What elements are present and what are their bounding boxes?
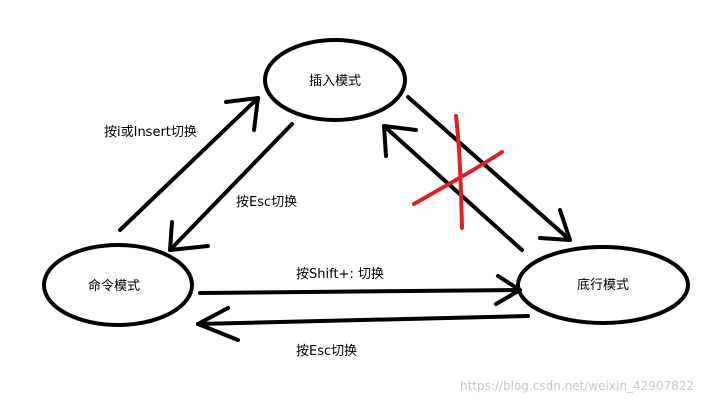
node-insert-mode-shape [263,38,407,122]
node-insert-mode: 插入模式 [263,38,407,122]
node-bottom-line-mode-shape [516,245,690,325]
node-bottom-line-mode-label: 底行模式 [577,277,629,293]
edge-command-to-insert-label: 按i或Insert切换 [104,125,197,140]
edge-insert-to-command-line [168,122,294,252]
edge-insert-to-command: 按Esc切换 [168,122,297,252]
edge-bottom-to-insert-arrowhead [382,124,418,158]
edge-bottom-to-insert-line [382,124,524,252]
node-command-mode: 命令模式 [42,243,194,327]
edge-command-to-bottom-line [198,288,522,295]
edge-command-to-bottom-label: 按Shift+: 切换 [296,267,384,282]
forbidden-cross-stroke-diagonal [412,150,504,206]
edge-bottom-to-insert [382,124,524,252]
edge-command-to-insert: 按i或Insert切换 [104,96,260,232]
node-insert-mode-label: 插入模式 [309,74,361,89]
edge-insert-to-command-label: 按Esc切换 [236,195,297,210]
edge-insert-to-bottom-line [406,95,572,242]
edge-insert-to-bottom [406,95,572,242]
edge-bottom-to-command-line [196,314,530,326]
edge-command-to-insert-arrowhead [224,96,260,132]
edge-insert-to-command-arrowhead [168,220,210,252]
edge-command-to-bottom-arrowhead [494,274,522,306]
edge-bottom-to-command-label: 按Esc切换 [296,344,357,359]
node-bottom-line-mode: 底行模式 [516,245,690,325]
edge-command-to-insert-line [118,96,260,232]
edge-insert-to-bottom-arrowhead [538,208,572,242]
node-command-mode-shape [42,243,194,327]
watermark-text: https://blog.csdn.net/weixin_42907822 [460,379,694,393]
node-command-mode-label: 命令模式 [88,278,140,294]
edge-bottom-to-command-arrowhead [196,306,240,342]
forbidden-cross-stroke-vertical [454,114,464,230]
forbidden-cross-mark [412,114,504,230]
edge-command-to-bottom: 按Shift+: 切换 [198,267,522,306]
edge-bottom-to-command: 按Esc切换 [196,306,530,359]
